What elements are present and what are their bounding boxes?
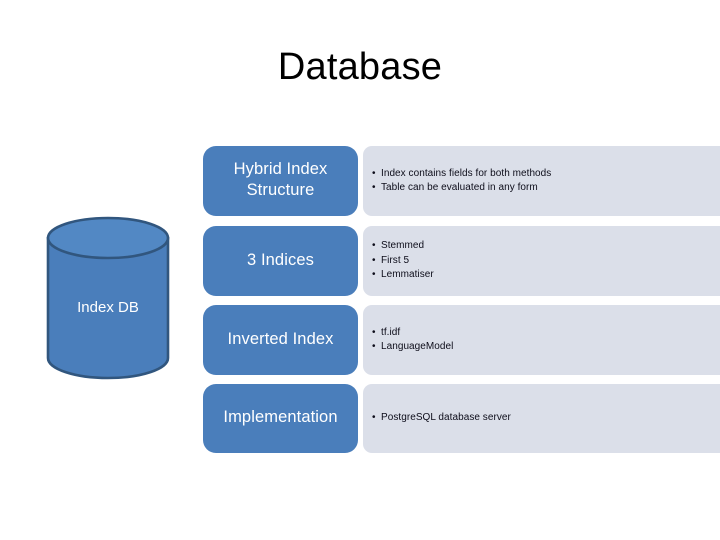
bullet-dot-icon: • (372, 240, 376, 252)
bullet-dot-icon: • (372, 182, 376, 193)
bullet-item: • Index contains fields for both methods (372, 167, 720, 182)
bullet-item: • Stemmed (372, 239, 720, 254)
detail-panel-implementation: • PostgreSQL database server (363, 384, 720, 453)
bullet-text: Lemmatiser (381, 269, 434, 281)
bullet-text: First 5 (381, 254, 410, 266)
detail-panel-3-indices: • Stemmed • First 5 • Lemmatiser (363, 226, 720, 296)
stage-box-3-indices[interactable]: 3 Indices (203, 226, 358, 296)
bullet-dot-icon: • (372, 269, 376, 281)
bullet-text: LanguageModel (381, 341, 454, 352)
database-cylinder-label: Index DB (77, 299, 139, 316)
bullet-item: • LanguageModel (372, 340, 720, 355)
bullet-item: • tf.idf (372, 326, 720, 341)
detail-panel-inverted-index: • tf.idf • LanguageModel (363, 305, 720, 375)
bullet-item: • Table can be evaluated in any form (372, 181, 720, 196)
page-title: Database (277, 46, 443, 88)
bullet-item: • First 5 (372, 254, 720, 269)
bullet-text: Index contains fields for both methods (381, 167, 552, 179)
bullet-text: PostgreSQL database server (381, 412, 511, 424)
stage-box-hybrid-index-structure[interactable]: Hybrid Index Structure (203, 146, 358, 216)
stage-label: Inverted Index (227, 329, 334, 348)
stage-label: 3 Indices (247, 250, 314, 269)
stage-box-inverted-index[interactable]: Inverted Index (203, 305, 358, 375)
bullet-dot-icon: • (372, 254, 376, 266)
detail-panel-hybrid-index-structure: •Index contains fields for both methods … (363, 146, 720, 216)
bullet-item: • Lemmatiser (372, 268, 720, 283)
bullet-dot-icon: • (372, 167, 376, 179)
database-cylinder-icon (46, 216, 170, 380)
stage-label: Implementation (223, 408, 338, 426)
bullet-dot-icon: • (372, 412, 376, 424)
bullet-dot-icon: • (372, 341, 376, 352)
bullet-dot-icon: • (372, 326, 376, 338)
bullet-text: Stemmed (381, 240, 425, 252)
bullet-text: Table can be evaluated in any form (381, 182, 538, 193)
stage-label: Hybrid Index Structure (233, 160, 328, 199)
stage-box-implementation[interactable]: Implementation (203, 384, 358, 453)
bullet-item: • PostgreSQL database server (372, 411, 720, 426)
bullet-text: tf.idf (381, 326, 401, 338)
